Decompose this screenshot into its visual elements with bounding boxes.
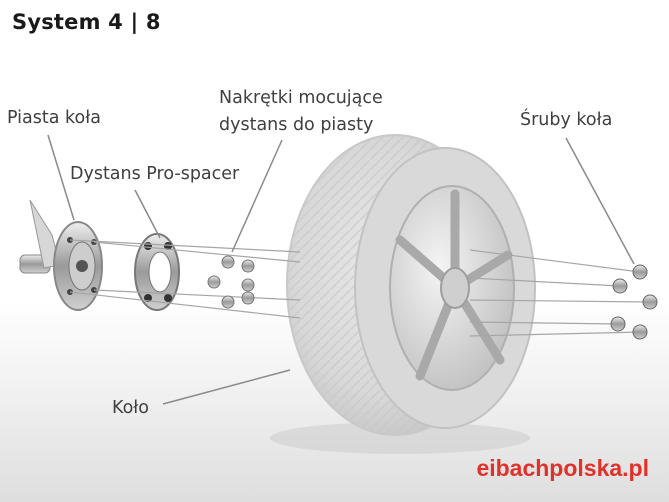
leader-spacer	[134, 189, 161, 239]
leader-nuts	[231, 139, 283, 253]
leader-wheel	[162, 369, 291, 405]
bolt-guides-right	[469, 249, 651, 337]
leader-lines	[47, 134, 635, 405]
pro-spacer	[134, 233, 180, 311]
system-title: System 4 | 8	[12, 10, 161, 34]
label-spacer: Dystans Pro-spacer	[70, 164, 240, 184]
leader-bolts	[565, 137, 635, 265]
leader-hub	[47, 134, 75, 221]
wheel-bolts	[610, 264, 658, 340]
label-hub: Piasta koła	[7, 108, 101, 128]
label-nuts-line2: dystans do piasty	[219, 115, 374, 135]
label-nuts-line1: Nakrętki mocujące	[219, 88, 383, 108]
label-bolts: Śruby koła	[520, 110, 613, 130]
watermark-brand: eibachpolska.pl	[476, 455, 649, 481]
stud-guides-left	[69, 239, 301, 319]
hub-assembly	[19, 199, 103, 311]
rim-center-cap	[440, 267, 470, 309]
wheel-group	[286, 134, 536, 436]
wheel-ground-shadow	[270, 422, 530, 454]
label-wheel: Koło	[112, 398, 149, 418]
spacer-nuts	[207, 255, 255, 309]
